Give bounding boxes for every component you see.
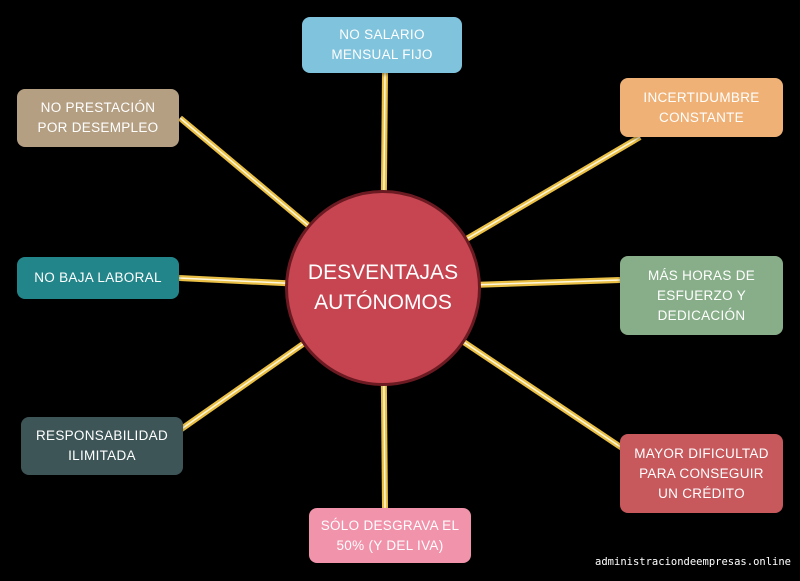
connector-highlight — [465, 136, 641, 241]
center-node: DESVENTAJAS AUTÓNOMOS — [285, 190, 481, 386]
node-no-prestacion: NO PRESTACIÓN POR DESEMPLEO — [17, 89, 179, 147]
connector-highlight — [178, 277, 288, 285]
node-mayor-dificultad: MAYOR DIFICULTAD PARA CONSEGUIR UN CRÉDI… — [620, 434, 783, 513]
connector-highlight — [179, 117, 310, 227]
connector-highlight — [462, 340, 641, 461]
connector-highlight — [383, 383, 386, 509]
connector-highlight — [179, 342, 305, 431]
node-no-baja-laboral: NO BAJA LABORAL — [17, 257, 179, 299]
node-incertidumbre: INCERTIDUMBRE CONSTANTE — [620, 78, 783, 137]
node-mas-horas: MÁS HORAS DE ESFUERZO Y DEDICACIÓN — [620, 256, 783, 335]
watermark: administraciondeempresas.online — [592, 555, 794, 569]
node-solo-desgrava: SÓLO DESGRAVA EL 50% (Y DEL IVA) — [309, 508, 471, 563]
connector-highlight — [383, 72, 386, 193]
connector-highlight — [478, 279, 621, 286]
node-responsabilidad: RESPONSABILIDAD ILIMITADA — [21, 417, 183, 475]
node-no-salario: NO SALARIO MENSUAL FIJO — [302, 17, 462, 73]
